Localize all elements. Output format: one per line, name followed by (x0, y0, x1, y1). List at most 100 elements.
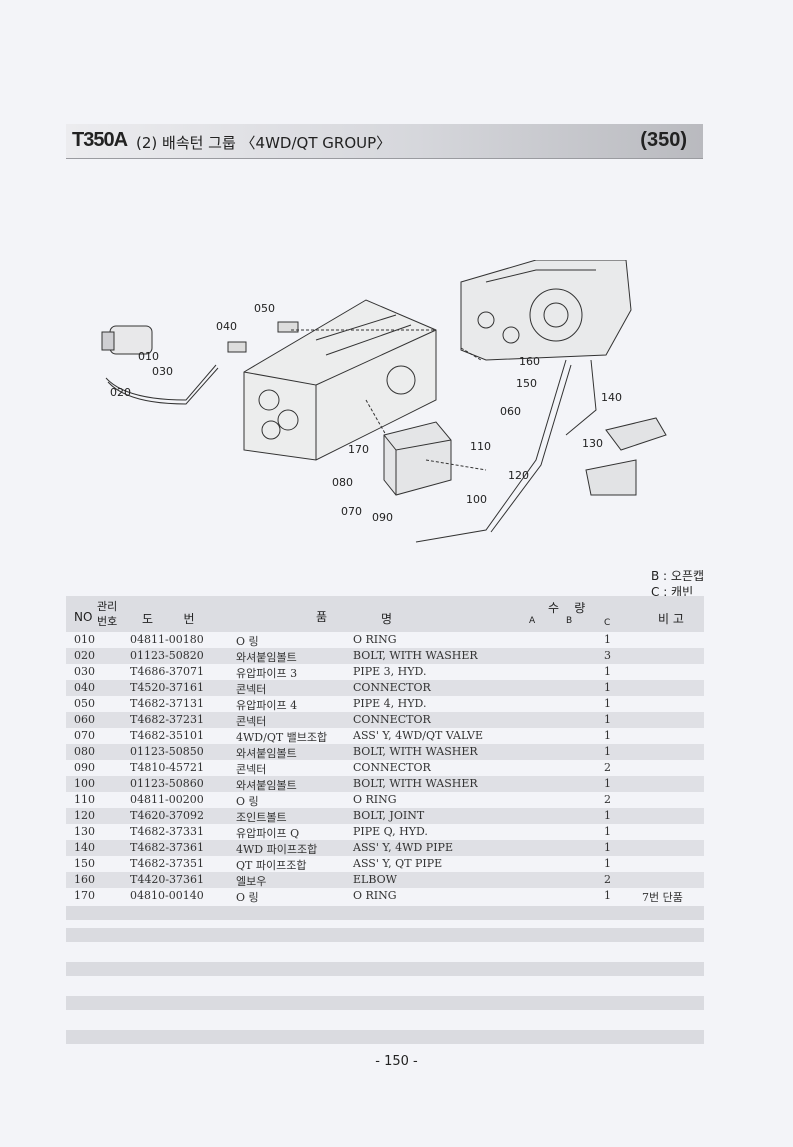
cell-no: 160 (74, 873, 95, 886)
cell-no: 100 (74, 777, 95, 790)
cell-en: PIPE Q, HYD. (353, 825, 428, 838)
callout-160: 160 (519, 355, 540, 368)
cell-en: BOLT, JOINT (353, 809, 425, 822)
cell-no: 050 (74, 697, 95, 710)
cell-code: 04811-00200 (130, 793, 204, 806)
cell-code: T4682-37351 (130, 857, 205, 870)
cell-qty: 1 (604, 713, 611, 726)
cell-en: BOLT, WITH WASHER (353, 745, 478, 758)
pump-part (101, 325, 153, 355)
empty-row (66, 906, 704, 920)
cell-code: T4682-35101 (130, 729, 205, 742)
cell-no: 140 (74, 841, 95, 854)
page-header: T350A (2) 배속턴 그룹 〈4WD/QT GROUP〉 (350) (66, 124, 703, 159)
cell-no: 040 (74, 681, 95, 694)
cell-no: 090 (74, 761, 95, 774)
cell-kr: 콘넥터 (236, 683, 267, 696)
empty-row (66, 962, 704, 976)
cell-code: T4682-37331 (130, 825, 205, 838)
cell-code: T4682-37231 (130, 713, 205, 726)
callout-040: 040 (216, 320, 237, 333)
cell-code: 01123-50850 (130, 745, 204, 758)
cell-qty: 2 (604, 873, 611, 886)
header-c: C (604, 618, 611, 628)
callout-030: 030 (152, 365, 173, 378)
cell-qty: 1 (604, 665, 611, 678)
cell-kr: QT 파이프조합 (236, 859, 307, 872)
cell-kr: O 링 (236, 891, 259, 904)
callout-080: 080 (332, 476, 353, 489)
page-number: - 150 - (375, 1054, 418, 1069)
callout-130: 130 (582, 437, 603, 450)
empty-row (66, 1030, 704, 1044)
cell-en: BOLT, WITH WASHER (353, 649, 478, 662)
callout-150: 150 (516, 377, 537, 390)
cell-code: T4810-45721 (130, 761, 205, 774)
cell-en: CONNECTOR (353, 713, 431, 726)
fitting-050 (277, 321, 299, 333)
header-name-right: 명 (381, 612, 393, 626)
valve-block (383, 421, 452, 496)
cell-qty: 2 (604, 761, 611, 774)
cell-kr: 조인트볼트 (236, 811, 287, 824)
cell-no: 010 (74, 633, 95, 646)
cell-no: 120 (74, 809, 95, 822)
cell-code: 04811-00180 (130, 633, 204, 646)
cell-kr: 유압파이프 4 (236, 699, 298, 712)
group-title: (2) 배속턴 그룹 〈4WD/QT GROUP〉 (136, 134, 392, 152)
callout-050: 050 (254, 302, 275, 315)
cell-kr: 콘넥터 (236, 715, 267, 728)
cell-code: T4420-37361 (130, 873, 205, 886)
callout-090: 090 (372, 511, 393, 524)
control-valve (585, 417, 667, 496)
cell-no: 110 (74, 793, 95, 806)
legend-open-cab: B : 오픈캡 (651, 569, 705, 583)
cell-kr: 와셔붙임볼트 (236, 779, 297, 792)
cell-no: 070 (74, 729, 95, 742)
cell-code: T4686-37071 (130, 665, 205, 678)
header-b: B (566, 616, 573, 626)
main-housing (243, 299, 437, 461)
cell-no: 130 (74, 825, 95, 838)
header-remark: 비 고 (658, 612, 684, 626)
cell-qty: 1 (604, 681, 611, 694)
cell-qty: 1 (604, 809, 611, 822)
cell-kr: O 링 (236, 795, 259, 808)
cell-kr: 유압파이프 3 (236, 667, 298, 680)
cell-en: O RING (353, 889, 397, 902)
cell-en: ASS' Y, 4WD PIPE (353, 841, 453, 854)
callout-120: 120 (508, 469, 529, 482)
cell-qty: 1 (604, 697, 611, 710)
cell-code: 01123-50860 (130, 777, 204, 790)
header-name-left: 품 (316, 610, 328, 624)
cell-no: 170 (74, 889, 95, 902)
cell-no: 080 (74, 745, 95, 758)
header-code: 도 번 (142, 612, 195, 626)
callout-060: 060 (500, 405, 521, 418)
header-mgmt-top: 관리 (97, 600, 118, 613)
cell-en: CONNECTOR (353, 681, 431, 694)
cell-qty: 1 (604, 777, 611, 790)
cell-kr: 4WD 파이프조합 (236, 843, 318, 856)
cell-en: PIPE 4, HYD. (353, 697, 427, 710)
callout-140: 140 (601, 391, 622, 404)
callout-010: 010 (138, 350, 159, 363)
cell-code: T4620-37092 (130, 809, 205, 822)
header-mgmt-bottom: 번호 (97, 615, 118, 628)
cell-qty: 3 (604, 649, 611, 662)
exploded-parts-diagram: 050 040 010 030 020 160 150 140 060 170 … (101, 260, 667, 543)
cell-qty: 1 (604, 889, 611, 902)
cell-no: 030 (74, 665, 95, 678)
empty-row (66, 928, 704, 942)
